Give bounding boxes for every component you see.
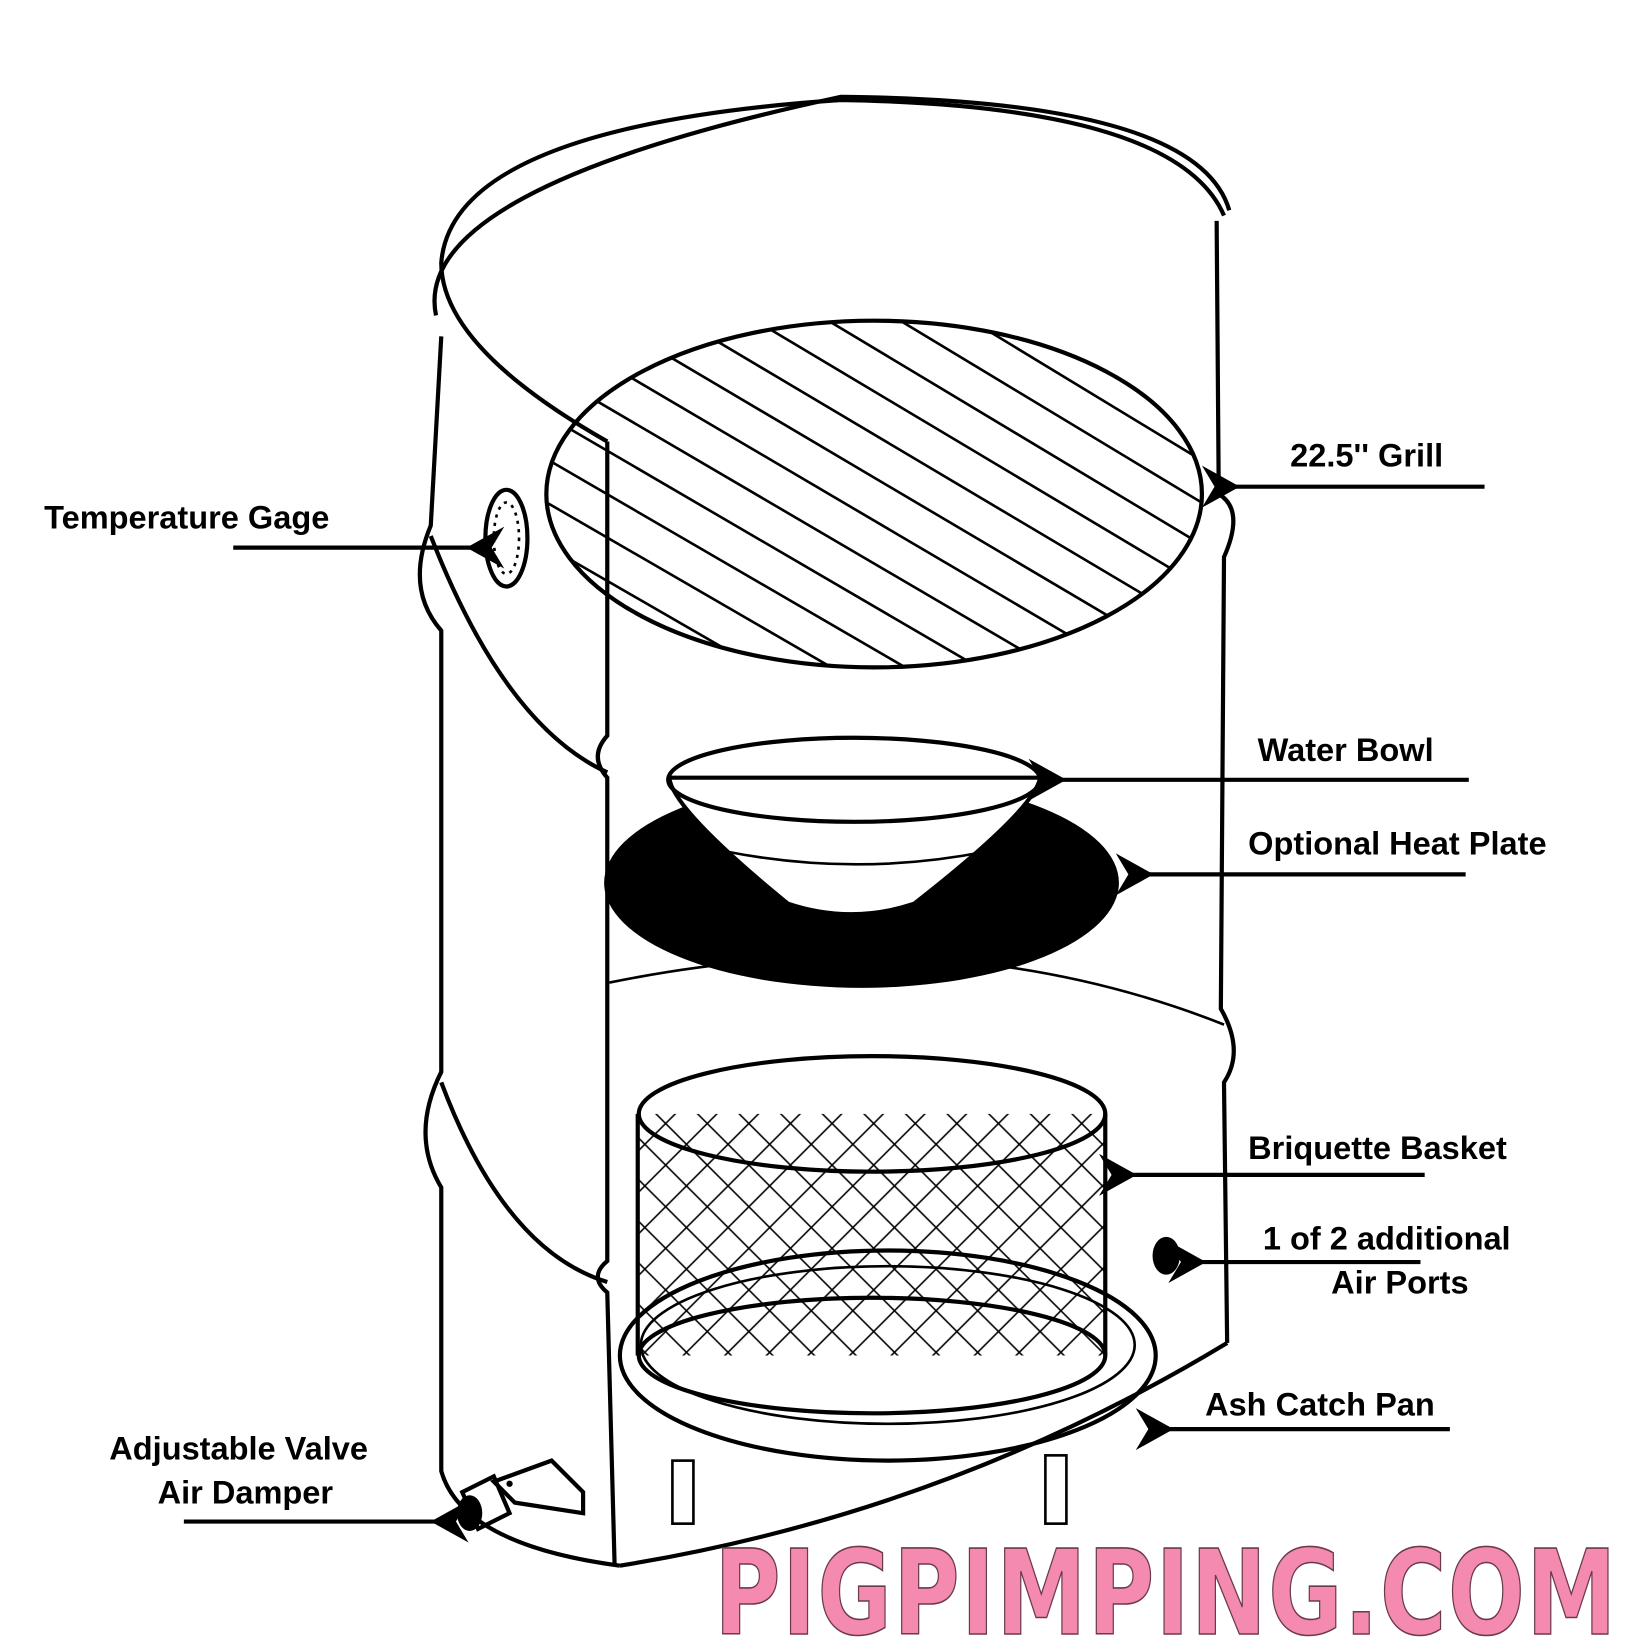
- label-grill: 22.5'' Grill: [1290, 438, 1443, 474]
- label-briquette-basket: Briquette Basket: [1248, 1130, 1507, 1166]
- temperature-gauge-icon: [483, 487, 530, 589]
- label-ash-pan: Ash Catch Pan: [1205, 1386, 1435, 1422]
- label-damper-line1: Adjustable Valve: [109, 1431, 368, 1467]
- label-temperature-gage: Temperature Gage: [44, 500, 329, 536]
- air-port-icon: [1152, 1236, 1180, 1275]
- label-air-ports-line2: Air Ports: [1331, 1265, 1468, 1301]
- label-heat-plate: Optional Heat Plate: [1248, 825, 1546, 861]
- label-damper-line2: Air Damper: [158, 1475, 334, 1511]
- label-water-bowl: Water Bowl: [1258, 732, 1434, 768]
- leader-arrows: [183, 465, 1485, 1543]
- label-air-ports-line1: 1 of 2 additional: [1263, 1220, 1511, 1256]
- water-bowl: [666, 735, 1043, 917]
- briquette-basket: [635, 1054, 1108, 1416]
- air-damper-valve-icon: [457, 1458, 586, 1532]
- watermark-logo: PIGPIMPING.COM: [714, 1525, 1618, 1651]
